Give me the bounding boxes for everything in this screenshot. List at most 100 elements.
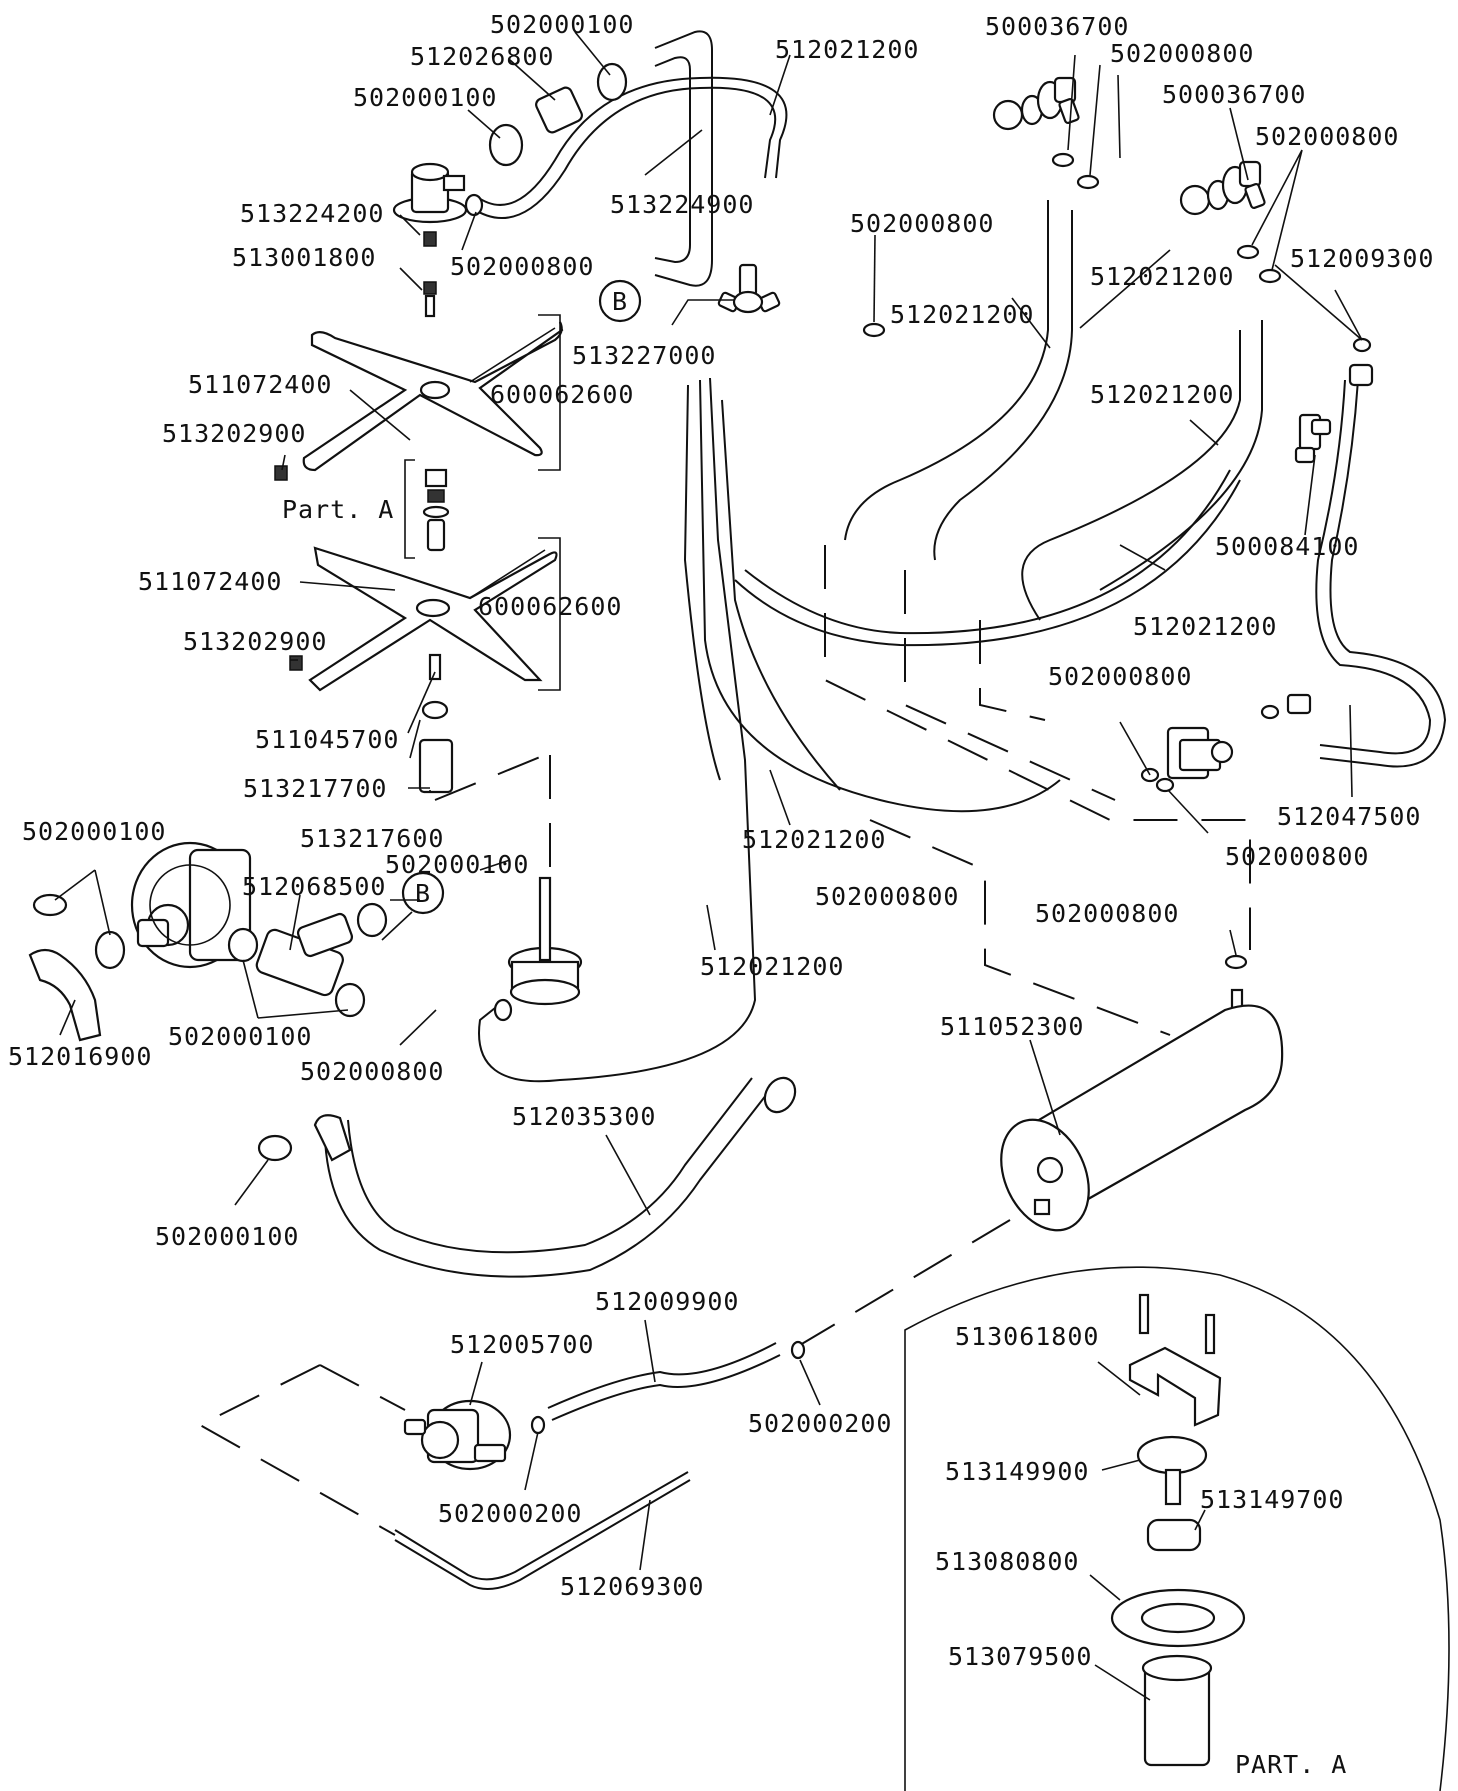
nozzle-a <box>274 465 288 481</box>
label-512068500: 512068500 <box>242 872 386 901</box>
clip-drain-2 <box>790 1340 806 1360</box>
clamp-pump-3 <box>356 902 388 938</box>
clip-valve-2a <box>1236 244 1260 260</box>
label-511052300: 511052300 <box>940 1012 1084 1041</box>
heater-tank <box>1000 1004 1284 1232</box>
marker-b-top: B <box>598 279 642 323</box>
label-502000100-e: 502000100 <box>168 1022 312 1051</box>
clip-valve-1a <box>1051 152 1075 168</box>
clip-hose-end <box>1260 704 1280 720</box>
label-513202900-a: 513202900 <box>162 419 306 448</box>
label-512047500: 512047500 <box>1277 802 1421 831</box>
washer-512009300 <box>1352 337 1372 353</box>
clamp-left-1 <box>32 893 68 917</box>
label-512021200-d: 512021200 <box>1090 380 1234 409</box>
label-600062600-b: 600062600 <box>478 592 622 621</box>
label-513149700: 513149700 <box>1200 1485 1344 1514</box>
clamp-512035300 <box>257 1134 293 1162</box>
clamp-upper-left <box>488 123 524 167</box>
inlet-valve-1 <box>992 76 1080 131</box>
clamp-pump-2 <box>334 982 366 1018</box>
label-511072400-b: 511072400 <box>138 567 282 596</box>
label-502000100-c: 502000100 <box>385 850 529 879</box>
label-512021200-b: 512021200 <box>1090 262 1234 291</box>
label-502000100-d: 502000100 <box>22 817 166 846</box>
label-500036700-b: 500036700 <box>1162 80 1306 109</box>
label-513217700: 513217700 <box>243 774 387 803</box>
leader-lines <box>54 31 1363 1701</box>
label-512009900: 512009900 <box>595 1287 739 1316</box>
spray-head-top <box>392 162 468 318</box>
marker-b-top-label: B <box>612 287 628 316</box>
label-513149900: 513149900 <box>945 1457 1089 1486</box>
label-511072400-a: 511072400 <box>188 370 332 399</box>
clip-valve-2b <box>1258 268 1282 284</box>
fitting-512009300 <box>1348 363 1374 387</box>
label-513001800: 513001800 <box>232 243 376 272</box>
label-511045700: 511045700 <box>255 725 399 754</box>
t-branch <box>296 912 354 958</box>
nozzle-b <box>289 655 303 671</box>
marker-b-bottom: B <box>401 871 445 915</box>
label-600062600-a: 600062600 <box>490 380 634 409</box>
label-513224200: 513224200 <box>240 199 384 228</box>
label-502000800-g: 502000800 <box>1035 899 1179 928</box>
drain-pump <box>403 1399 512 1471</box>
label-502000800-d: 502000800 <box>1048 662 1192 691</box>
label-502000800-e: 502000800 <box>1225 842 1369 871</box>
label-513227000: 513227000 <box>572 341 716 370</box>
label-502000800-mid: 502000800 <box>850 209 994 238</box>
label-513202900-b: 513202900 <box>183 627 327 656</box>
small-clamp-top <box>464 193 484 217</box>
label-512021200-f: 512021200 <box>742 825 886 854</box>
sleeve <box>418 738 454 794</box>
label-502000200-a: 502000200 <box>748 1409 892 1438</box>
pipe-512026800 <box>535 86 583 134</box>
hose-elbow-512016900 <box>28 948 102 1042</box>
sump <box>507 876 583 1006</box>
solenoid-valve <box>1166 726 1234 780</box>
clip-sol-2 <box>1155 777 1175 793</box>
label-part-a-title: PART. A <box>1235 1750 1347 1779</box>
clip-drain-1 <box>530 1415 546 1435</box>
label-512035300: 512035300 <box>512 1102 656 1131</box>
bracket-600062600-a <box>538 314 561 471</box>
label-part-a-ref: Part. A <box>282 495 394 524</box>
clamp-left-2 <box>94 930 126 970</box>
label-512009300: 512009300 <box>1290 244 1434 273</box>
part-a-bracket <box>404 459 415 559</box>
hose-top-end <box>763 1076 797 1114</box>
label-502000800-f: 502000800 <box>815 882 959 911</box>
clip-mid <box>862 322 886 338</box>
clip-sump <box>493 998 513 1022</box>
hose-elbow-end <box>313 1114 352 1162</box>
inlet-valve-2 <box>1179 160 1266 216</box>
tee-fitting <box>1294 413 1332 464</box>
label-502000100-f: 502000100 <box>155 1222 299 1251</box>
label-500084100: 500084100 <box>1215 532 1359 561</box>
spray-arm-lower <box>308 546 558 692</box>
label-502000800-c: 502000800 <box>1255 122 1399 151</box>
clamp-pump-1 <box>227 927 259 963</box>
clip-heater <box>1224 954 1248 970</box>
label-512021200-c: 512021200 <box>890 300 1034 329</box>
label-512069300: 512069300 <box>560 1572 704 1601</box>
label-502000800-h: 502000800 <box>300 1057 444 1086</box>
assembly-lines <box>197 545 1251 1536</box>
label-513217600: 513217600 <box>300 824 444 853</box>
clamp-top <box>596 62 628 102</box>
label-512016900: 512016900 <box>8 1042 152 1071</box>
part-a-small-stack <box>422 468 450 552</box>
label-513061800: 513061800 <box>955 1322 1099 1351</box>
label-502000200-b: 502000200 <box>438 1499 582 1528</box>
spray-arm-upper <box>302 321 564 472</box>
label-513080800: 513080800 <box>935 1547 1079 1576</box>
y-connector <box>717 263 781 314</box>
clip-valve-1b <box>1076 174 1100 190</box>
label-500036700-a: 500036700 <box>985 12 1129 41</box>
label-502000800-b: 502000800 <box>1110 39 1254 68</box>
part-a-detail <box>904 1266 1450 1791</box>
seal <box>421 700 449 720</box>
marker-b-bottom-label: B <box>415 879 431 908</box>
